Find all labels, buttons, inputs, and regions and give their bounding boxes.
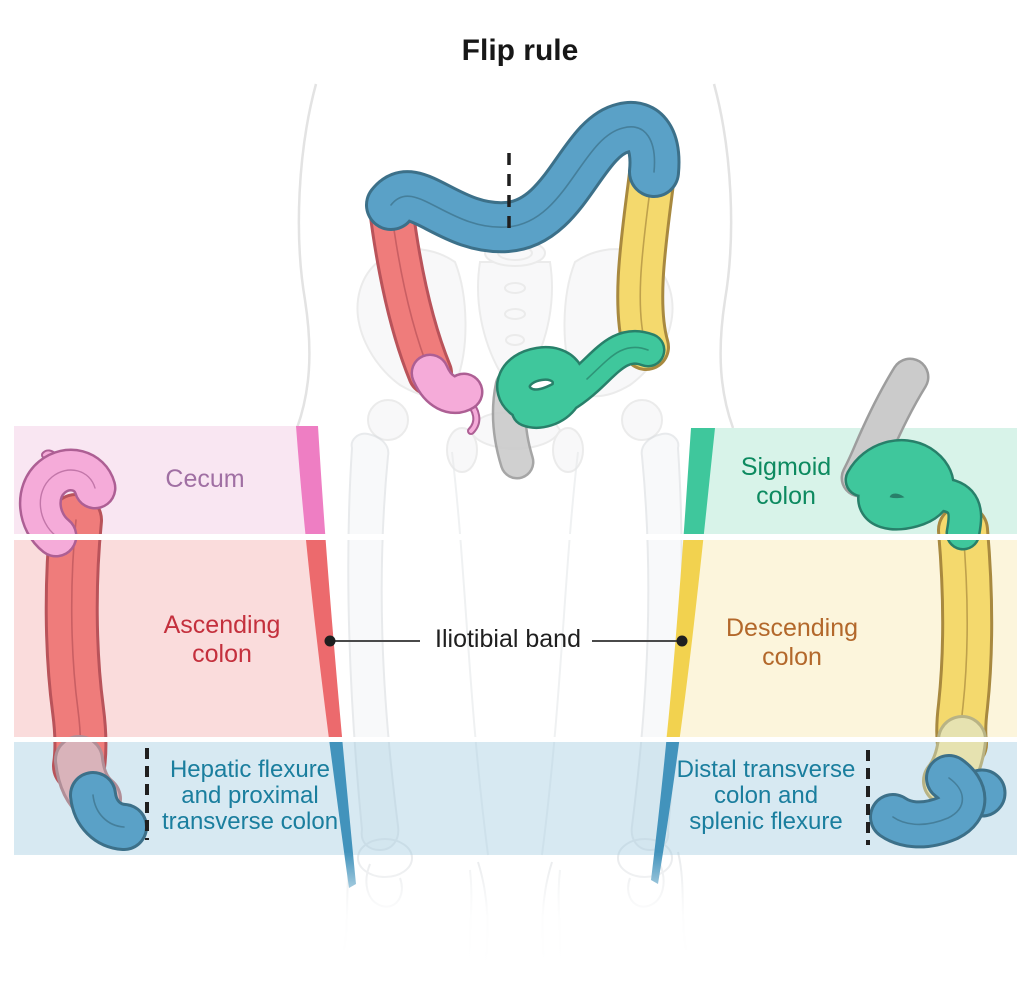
- right-colon-figure: [840, 357, 1007, 849]
- cecum-segment: [410, 353, 484, 435]
- ascending-colon-label: Ascending colon: [163, 611, 281, 668]
- distal-transverse-label: Distal transverse colon and splenic flex…: [676, 756, 856, 835]
- sigmoid-colon-segment: [496, 329, 666, 429]
- descending-colon-label: Descending colon: [725, 614, 859, 671]
- row-separators: [0, 534, 1031, 742]
- sigmoid-colon-label: Sigmoid colon: [740, 453, 832, 510]
- body-outline: [295, 83, 735, 429]
- transverse-colon-segment: [365, 101, 681, 254]
- bottom-fade: [0, 852, 1031, 967]
- transverse-band: [14, 742, 1017, 855]
- central-colon-figure: [365, 101, 681, 480]
- descending-band: [666, 540, 1017, 737]
- callout-dot-left: [324, 635, 336, 647]
- iliotibial-callout: [324, 635, 688, 647]
- flip-axis-dashed-lines: [145, 153, 870, 845]
- hepatic-flexure-label: Hepatic flexure and proximal transverse …: [161, 756, 339, 835]
- descending-colon-segment: [616, 150, 676, 371]
- label-bands: [14, 426, 1017, 855]
- callout-dot-right: [676, 635, 688, 647]
- iliotibial-band-label: Iliotibial band: [435, 625, 581, 653]
- cecum-label: Cecum: [165, 465, 245, 493]
- page-title: Flip rule: [461, 34, 579, 67]
- ascending-colon-segment: [368, 185, 453, 396]
- left-colon-figure: [18, 448, 148, 851]
